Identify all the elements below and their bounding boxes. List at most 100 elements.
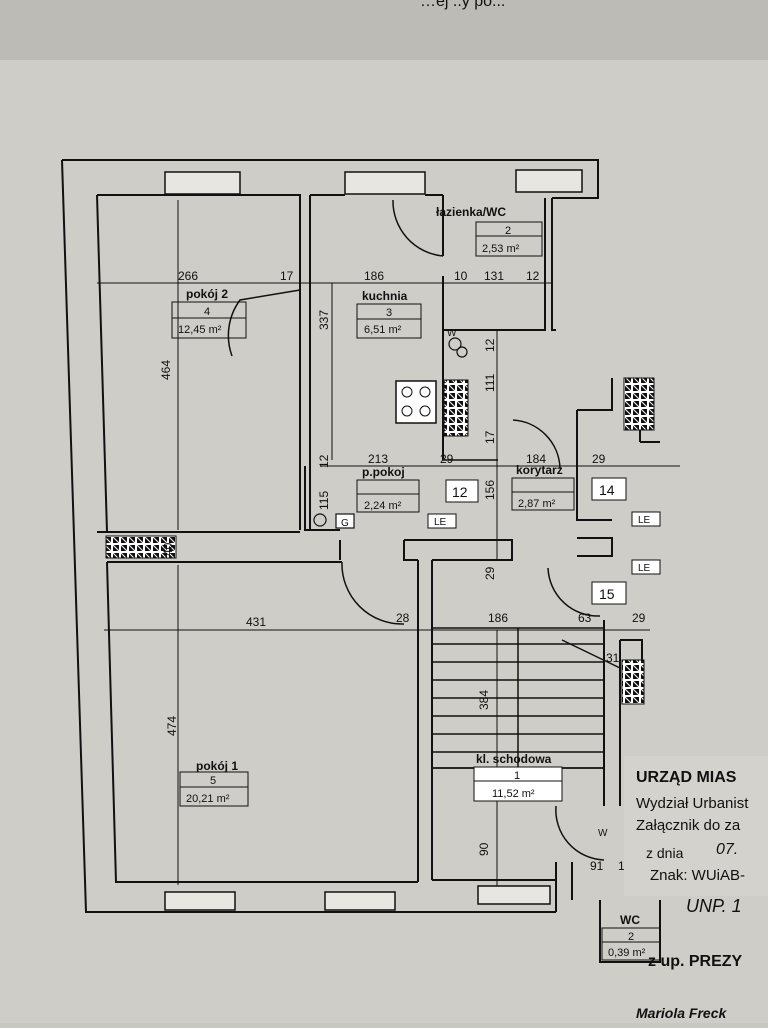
svg-text:2: 2 bbox=[628, 931, 634, 943]
dim-131: 131 bbox=[484, 269, 504, 283]
stamp-date-label: z dnia bbox=[646, 845, 684, 861]
svg-text:2,24 m²: 2,24 m² bbox=[364, 500, 402, 512]
dim-63: 63 bbox=[578, 611, 592, 625]
dim-31: 31 bbox=[606, 651, 620, 665]
dim-12: 12 bbox=[526, 269, 540, 283]
dim-28: 28 bbox=[396, 611, 410, 625]
dim-29c: 29 bbox=[483, 566, 497, 580]
dim-10: 10 bbox=[454, 269, 468, 283]
dimension-labels: 266 17 186 10 131 12 337 464 12 111 17 2… bbox=[159, 269, 646, 873]
dim-29b: 29 bbox=[592, 452, 606, 466]
unit-box-15 bbox=[591, 581, 627, 605]
dim-17: 17 bbox=[280, 269, 294, 283]
vent-duct-4 bbox=[621, 659, 645, 705]
dim-184: 184 bbox=[526, 452, 546, 466]
dim-29d: 29 bbox=[632, 611, 646, 625]
paper-top-shadow bbox=[0, 0, 768, 60]
dim-40: 40 bbox=[161, 542, 175, 556]
room-label-korytarz: korytarz 2,87 m² bbox=[511, 463, 575, 511]
window-1 bbox=[164, 171, 241, 195]
svg-text:1: 1 bbox=[514, 770, 520, 782]
ventilation-ducts bbox=[105, 377, 655, 705]
window-3 bbox=[515, 169, 583, 193]
room-label-kuchnia: kuchnia 3 6,51 m² bbox=[356, 289, 422, 339]
stove-icon bbox=[395, 380, 437, 424]
dim-111: 111 bbox=[483, 373, 497, 392]
svg-text:5: 5 bbox=[210, 775, 216, 787]
le-marker-3: LE bbox=[638, 563, 651, 574]
svg-text:p.pokoj: p.pokoj bbox=[362, 465, 405, 479]
svg-text:pokój 1: pokój 1 bbox=[196, 759, 238, 773]
window-5 bbox=[324, 891, 396, 911]
stamp-handwritten-date: 07. bbox=[716, 841, 738, 858]
dim-186b: 186 bbox=[488, 611, 508, 625]
svg-text:2: 2 bbox=[505, 225, 511, 237]
dim-12c: 12 bbox=[317, 454, 331, 468]
unit-box-14 bbox=[591, 477, 627, 501]
unit-number-14: 14 bbox=[599, 482, 615, 498]
dim-90: 90 bbox=[477, 842, 491, 856]
w-marker-2: W bbox=[598, 828, 608, 839]
w-marker-1: W bbox=[447, 328, 457, 339]
svg-text:11,52 m²: 11,52 m² bbox=[492, 788, 535, 800]
gas-marker: G bbox=[341, 518, 349, 529]
dimension-lines bbox=[97, 200, 680, 886]
stamp-ref: Znak: WUiAB- bbox=[650, 867, 745, 884]
room-label-pokoj1: pokój 1 5 20,21 m² bbox=[179, 759, 249, 807]
room-label-wc: WC 2 0,39 m² bbox=[601, 913, 661, 961]
stamp-department: Wydział Urbanist bbox=[636, 795, 749, 812]
svg-text:12,45 m²: 12,45 m² bbox=[178, 324, 222, 336]
header-text: …ej ..y po... bbox=[420, 0, 505, 10]
electric-meter-markers: LE LE LE G W W bbox=[341, 328, 661, 839]
dim-91: 91 bbox=[590, 859, 604, 873]
stamp-attachment: Załącznik do za bbox=[636, 817, 741, 834]
svg-text:pokój 2: pokój 2 bbox=[186, 287, 228, 301]
dim-431: 431 bbox=[246, 615, 266, 629]
dim-213: 213 bbox=[368, 452, 388, 466]
dim-464: 464 bbox=[159, 360, 173, 380]
le-marker-2: LE bbox=[638, 515, 651, 526]
window-6 bbox=[477, 885, 551, 905]
room-label-lazienka: łazienka/WC 2 2,53 m² bbox=[436, 205, 543, 257]
stamp-signatory: z up. PREZY bbox=[648, 953, 743, 970]
dim-17b: 17 bbox=[483, 430, 497, 444]
gas-meter-icon bbox=[313, 513, 355, 529]
dim-29: 29 bbox=[440, 452, 454, 466]
svg-text:6,51 m²: 6,51 m² bbox=[364, 324, 402, 336]
room-label-klatka: kl. schodowa 1 11,52 m² bbox=[473, 752, 563, 802]
vent-duct-3 bbox=[623, 377, 655, 431]
vent-duct-2 bbox=[443, 379, 469, 437]
outer-walls bbox=[61, 159, 661, 963]
unit-box-12 bbox=[445, 479, 479, 503]
svg-text:2,87 m²: 2,87 m² bbox=[518, 498, 556, 510]
le-marker-1: LE bbox=[434, 517, 447, 528]
dim-384: 384 bbox=[477, 690, 491, 710]
dim-266: 266 bbox=[178, 269, 198, 283]
doors bbox=[227, 199, 605, 861]
dim-115: 115 bbox=[317, 491, 331, 510]
stamp-handwritten-ref: UNP. 1 bbox=[686, 896, 742, 916]
svg-text:3: 3 bbox=[386, 307, 392, 319]
washbasin-icon bbox=[448, 337, 468, 358]
svg-text:kuchnia: kuchnia bbox=[362, 289, 408, 303]
svg-text:łazienka/WC: łazienka/WC bbox=[436, 205, 506, 219]
svg-text:korytarz: korytarz bbox=[516, 463, 563, 477]
svg-text:0,39 m²: 0,39 m² bbox=[608, 947, 646, 959]
unit-number-15: 15 bbox=[599, 586, 615, 602]
dim-156: 156 bbox=[483, 480, 497, 500]
svg-text:kl. schodowa: kl. schodowa bbox=[476, 752, 552, 766]
window-4 bbox=[164, 891, 236, 911]
room-labels: łazienka/WC 2 2,53 m² pokój 2 4 12,45 m²… bbox=[171, 205, 661, 961]
room-label-pokoj2: pokój 2 4 12,45 m² bbox=[171, 287, 247, 339]
unit-numbers: 12 14 15 bbox=[445, 477, 627, 605]
room-label-ppokoj: p.pokoj 2,24 m² bbox=[356, 465, 420, 513]
window-2 bbox=[344, 171, 426, 195]
dim-12b: 12 bbox=[483, 338, 497, 352]
stamp-signature: Mariola Freck bbox=[636, 1005, 727, 1021]
svg-text:WC: WC bbox=[620, 913, 640, 927]
svg-text:2,53 m²: 2,53 m² bbox=[482, 243, 520, 255]
dim-337: 337 bbox=[317, 310, 331, 330]
official-stamp: URZĄD MIAS Wydział Urbanist Załącznik do… bbox=[624, 756, 768, 1021]
